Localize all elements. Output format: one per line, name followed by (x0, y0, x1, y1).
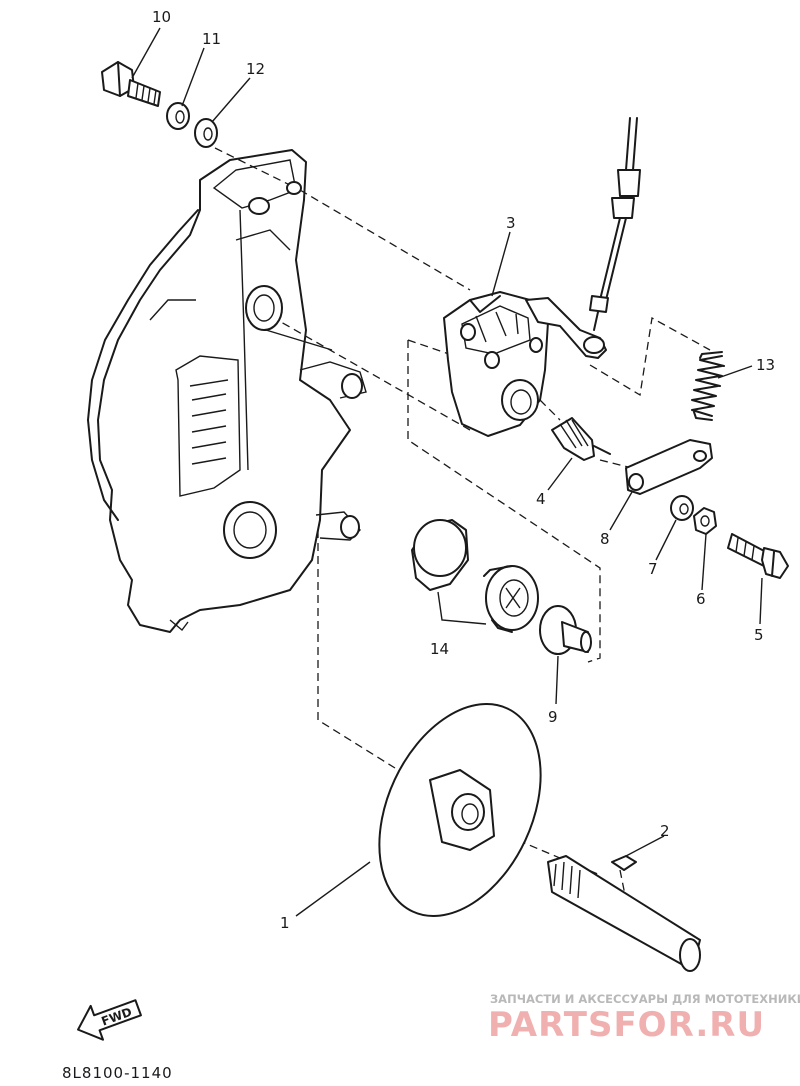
callout-10: 10 (152, 8, 171, 26)
watermark-tagline: ЗАПЧАСТИ И АКСЕССУАРЫ ДЛЯ МОТОТЕХНИКИ (490, 992, 800, 1006)
assembly-guide-lines (214, 147, 711, 911)
pin-part-9 (539, 605, 592, 655)
callout-12: 12 (246, 60, 265, 78)
bracket-part-3 (443, 291, 607, 437)
bolt-part-10 (101, 61, 161, 107)
callout-11: 11 (202, 30, 221, 48)
key-part-2 (611, 855, 637, 871)
housing-body (87, 149, 367, 633)
callout-13: 13 (756, 356, 775, 374)
callout-9: 9 (548, 708, 558, 726)
callout-7: 7 (648, 560, 658, 578)
callout-14: 14 (430, 640, 449, 658)
callout-8: 8 (600, 530, 610, 548)
piston-part-14 (411, 519, 539, 633)
part-code: 8L8100-1140 (62, 1064, 173, 1082)
watermark: ЗАПЧАСТИ И АКСЕССУАРЫ ДЛЯ МОТОТЕХНИКИ PA… (488, 992, 800, 1045)
callout-3: 3 (506, 214, 516, 232)
forward-arrow-icon: FWD (77, 999, 142, 1041)
callout-5: 5 (754, 626, 764, 644)
callout-6: 6 (696, 590, 706, 608)
shaft (547, 855, 701, 972)
bolt-part-5 (727, 533, 789, 579)
link-plate-part-8 (625, 439, 713, 495)
callout-labels: 10 11 12 3 13 4 8 7 6 5 14 9 2 1 (152, 8, 775, 932)
callout-2: 2 (660, 822, 670, 840)
callout-1: 1 (280, 914, 290, 932)
leader-lines (131, 27, 763, 917)
spring-part-13 (691, 351, 725, 421)
adjuster-part-4 (551, 417, 611, 461)
callout-4: 4 (536, 490, 546, 508)
washer-part-12 (194, 118, 218, 148)
nut-part-6 (693, 507, 717, 535)
washer-part-7 (670, 495, 694, 521)
lock-washer-part-11 (166, 102, 190, 130)
disc-part-1 (378, 703, 542, 917)
watermark-logo: PARTSFOR.RU (488, 1005, 765, 1045)
control-cable (589, 117, 641, 331)
